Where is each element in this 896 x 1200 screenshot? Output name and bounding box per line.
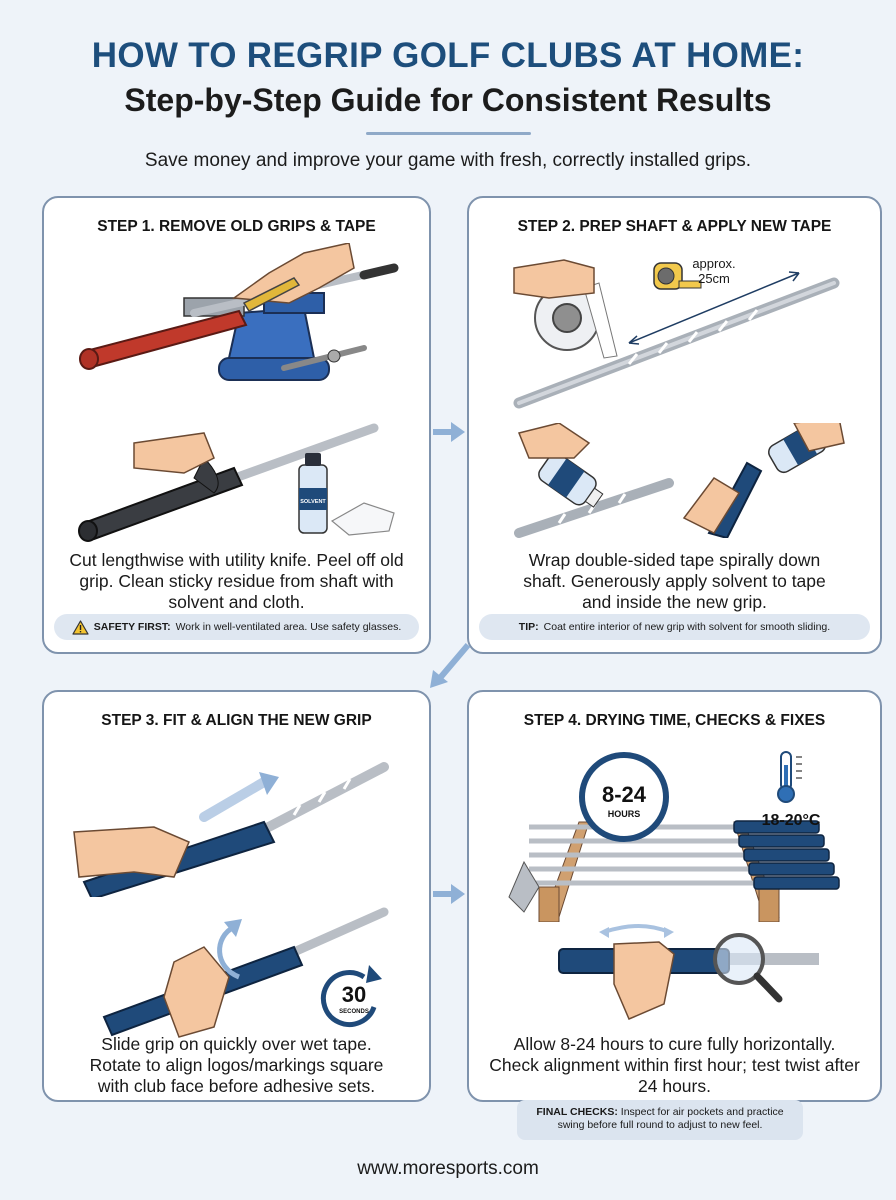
svg-text:SECONDS: SECONDS	[339, 1009, 369, 1015]
svg-text:8-24: 8-24	[602, 782, 647, 807]
safety-note: SAFETY FIRST: Work in well-ventilated ar…	[54, 614, 419, 640]
svg-text:25cm: 25cm	[698, 271, 730, 286]
slide-grip-illustration	[73, 762, 389, 897]
tagline: Save money and improve your game with fr…	[144, 150, 752, 171]
arrow-down-left-icon	[430, 643, 471, 688]
footer-url[interactable]: www.moresports.com	[357, 1158, 539, 1179]
svg-text:18-20°C: 18-20°C	[762, 812, 821, 829]
arrow-right-icon	[433, 422, 465, 442]
tip-note-label: TIP:	[518, 621, 539, 633]
step-1-card: STEP 1. REMOVE OLD GRIPS & TAPE SOLVENT	[42, 196, 431, 654]
clock-8-24-hours-icon: 8-24 HOURS	[579, 752, 669, 842]
step-1-description: Cut lengthwise with utility knife. Peel …	[69, 550, 404, 612]
step-3-card: STEP 3. FIT & ALIGN THE NEW GRIP 30 SECO…	[42, 690, 431, 1102]
page-title: HOW TO REGRIP GOLF CLUBS AT HOME:	[91, 36, 805, 75]
tape-measure-icon	[653, 262, 702, 290]
magnifier-icon	[713, 933, 783, 1003]
apply-tape-illustration: approx. 25cm	[513, 256, 840, 409]
solvent-bottle-icon: SOLVENT	[298, 453, 328, 534]
warning-icon	[72, 619, 89, 635]
apply-solvent-illustration	[514, 423, 845, 538]
final-checks-note: FINAL CHECKS: Inspect for air pockets an…	[517, 1100, 803, 1140]
final-checks-label: FINAL CHECKS:	[536, 1106, 618, 1118]
peel-old-grip-illustration: SOLVENT	[78, 423, 395, 542]
svg-text:HOURS: HOURS	[608, 809, 641, 819]
thermometer-icon	[777, 751, 802, 803]
final-checks-line1: Inspect for air pockets and practice	[620, 1106, 784, 1118]
svg-text:approx.: approx.	[692, 256, 735, 271]
tip-note: TIP: Coat entire interior of new grip wi…	[479, 614, 870, 640]
step-1-title: STEP 1. REMOVE OLD GRIPS & TAPE	[97, 218, 376, 235]
step-4-description: Allow 8-24 hours to cure fully horizonta…	[489, 1034, 860, 1096]
svg-text:30: 30	[342, 982, 366, 1007]
drying-rack-illustration: 8-24 HOURS 18-20°C	[508, 751, 840, 922]
check-grip-illustration	[558, 924, 819, 1020]
safety-note-text: Work in well-ventilated area. Use safety…	[175, 621, 402, 633]
step-3-description: Slide grip on quickly over wet tape. Rot…	[89, 1034, 384, 1096]
title-divider	[366, 132, 531, 135]
align-grip-illustration: 30 SECONDS	[102, 907, 389, 1038]
svg-text:SOLVENT: SOLVENT	[300, 499, 326, 505]
step-3-title: STEP 3. FIT & ALIGN THE NEW GRIP	[101, 712, 372, 729]
step-2-title: STEP 2. PREP SHAFT & APPLY NEW TAPE	[517, 218, 832, 235]
timer-30-seconds-icon: 30 SECONDS	[321, 965, 382, 1027]
page-subtitle: Step-by-Step Guide for Consistent Result…	[124, 82, 772, 118]
final-checks-line2: swing before full round to adjust to new…	[557, 1119, 763, 1131]
tip-note-text: Coat entire interior of new grip with so…	[543, 621, 831, 633]
arrow-right-icon-2	[433, 884, 465, 904]
vise-cutting-grip-illustration	[79, 243, 399, 381]
step-2-description: Wrap double-sided tape spirally down sha…	[523, 550, 826, 612]
step-4-title: STEP 4. DRYING TIME, CHECKS & FIXES	[523, 712, 826, 729]
step-2-card: STEP 2. PREP SHAFT & APPLY NEW TAPE appr…	[467, 196, 882, 654]
safety-note-label: SAFETY FIRST:	[93, 621, 171, 633]
step-4-card: STEP 4. DRYING TIME, CHECKS & FIXES 8-24…	[467, 690, 882, 1102]
